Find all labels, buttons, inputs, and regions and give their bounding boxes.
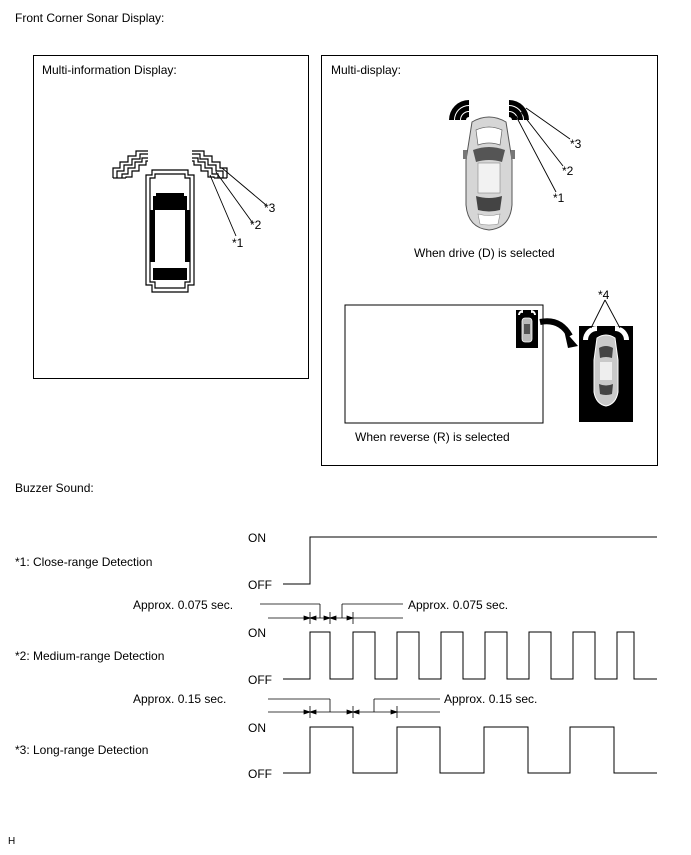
mid-car-body xyxy=(150,193,190,280)
reverse-screen-frame xyxy=(344,304,544,424)
mid-car-icon xyxy=(145,169,195,293)
md-label-2: *2 xyxy=(562,164,574,178)
long-off-label: OFF xyxy=(248,767,272,781)
medium-off-label: OFF xyxy=(248,673,272,687)
section-title: Front Corner Sonar Display: xyxy=(15,11,165,25)
mid-label-1: *1 xyxy=(232,236,244,250)
buzzer-title: Buzzer Sound: xyxy=(15,481,94,495)
md-right-sensor-arcs xyxy=(509,100,529,120)
buzzer-medium-waveform xyxy=(283,631,657,680)
multi-information-display-panel xyxy=(33,55,309,379)
mid-label-2: *2 xyxy=(250,218,262,232)
buzzer-long-waveform xyxy=(283,726,657,774)
close-off-label: OFF xyxy=(248,578,272,592)
mid-leader-lines xyxy=(209,167,267,237)
multi-display-title: Multi-display: xyxy=(331,63,402,77)
multi-display-panel xyxy=(321,55,658,466)
long-on-label: ON xyxy=(248,721,266,735)
buzzer-close-waveform xyxy=(283,536,657,585)
md-leader-lines xyxy=(515,107,571,193)
reverse-mini-view xyxy=(516,310,538,348)
md-left-sensor-arcs xyxy=(449,100,469,120)
close-on-label: ON xyxy=(248,531,266,545)
medium-dimension-lines xyxy=(260,603,403,624)
mid-label-3: *3 xyxy=(264,201,276,215)
medium-range-label: *2: Medium-range Detection xyxy=(15,649,165,663)
star4-label: *4 xyxy=(598,288,610,302)
long-approx-right: Approx. 0.15 sec. xyxy=(444,692,538,706)
medium-approx-right: Approx. 0.075 sec. xyxy=(408,598,509,612)
md-label-1: *1 xyxy=(553,191,565,205)
long-approx-left: Approx. 0.15 sec. xyxy=(133,692,227,706)
star4-pointers xyxy=(590,299,621,329)
medium-approx-left: Approx. 0.075 sec. xyxy=(133,598,234,612)
mid-right-sensor-icon xyxy=(192,150,228,179)
footer-code: H xyxy=(8,836,16,847)
md-car-drawing xyxy=(463,116,515,231)
multi-information-display-title: Multi-information Display: xyxy=(42,63,177,77)
zoom-arrow xyxy=(539,318,573,338)
long-range-label: *3: Long-range Detection xyxy=(15,743,149,757)
reverse-caption: When reverse (R) is selected xyxy=(355,430,510,444)
md-label-3: *3 xyxy=(570,137,582,151)
drive-caption: When drive (D) is selected xyxy=(414,246,555,260)
mid-left-sensor-icon xyxy=(112,150,148,179)
long-dimension-lines xyxy=(268,698,440,718)
reverse-zoomed-view xyxy=(579,326,633,422)
medium-on-label: ON xyxy=(248,626,266,640)
close-range-label: *1: Close-range Detection xyxy=(15,555,153,569)
